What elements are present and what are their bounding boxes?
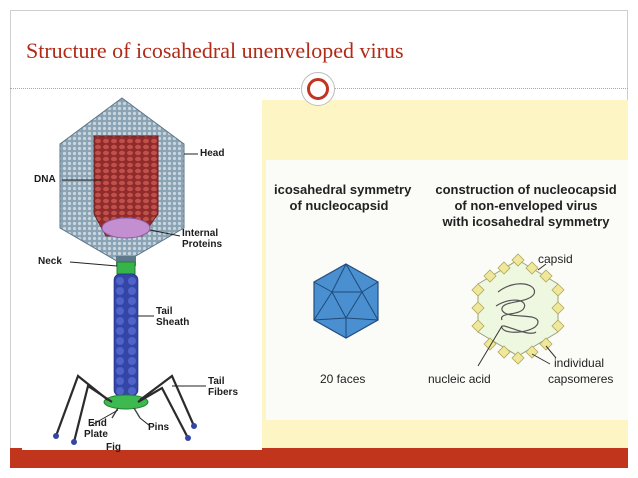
footer-accent-bar: [10, 448, 628, 468]
textbook-figure: icosahedral symmetry of nucleocapsid con…: [266, 160, 628, 420]
bacteriophage-diagram: Head DNA Internal Proteins Neck Tail She…: [22, 96, 262, 453]
label-pins: Pins: [148, 422, 170, 433]
label-sheath: Sheath: [156, 317, 190, 328]
label-neck: Neck: [38, 256, 62, 267]
right-heading-line-3: with icosahedral symmetry: [442, 214, 610, 229]
title-ornament-icon: [301, 72, 335, 106]
label-plate: Plate: [84, 429, 108, 440]
slide-title: Structure of icosahedral unenveloped vir…: [26, 38, 404, 63]
label-head: Head: [200, 148, 225, 159]
bacteriophage-illustration: [53, 97, 206, 445]
nucleocapsid-icon: [471, 253, 565, 367]
icosahedron-icon: [313, 263, 379, 339]
left-heading-line-2: of nucleocapsid: [289, 198, 389, 213]
left-heading-line-1: icosahedral symmetry: [274, 182, 412, 197]
label-tail: Tail: [156, 306, 173, 317]
label-proteins: Proteins: [182, 239, 223, 250]
label-20-faces: 20 faces: [320, 372, 366, 386]
label-nucleic-acid: nucleic acid: [428, 372, 491, 386]
label-tail-fibers-1: Tail: [208, 376, 225, 387]
label-internal: Internal: [182, 228, 219, 239]
label-tail-fibers-2: Fibers: [208, 387, 239, 398]
label-capsomeres: capsomeres: [548, 372, 614, 386]
label-dna: DNA: [34, 174, 56, 185]
label-capsid: capsid: [538, 252, 573, 266]
label-end: End: [88, 418, 107, 429]
capsid-illustrations: [313, 253, 565, 367]
label-individual: individual: [554, 356, 605, 370]
right-heading-line-1: construction of nucleocapsid: [435, 182, 617, 197]
right-heading-line-2: of non-enveloped virus: [454, 198, 598, 213]
label-figure: Fig: [106, 442, 121, 453]
